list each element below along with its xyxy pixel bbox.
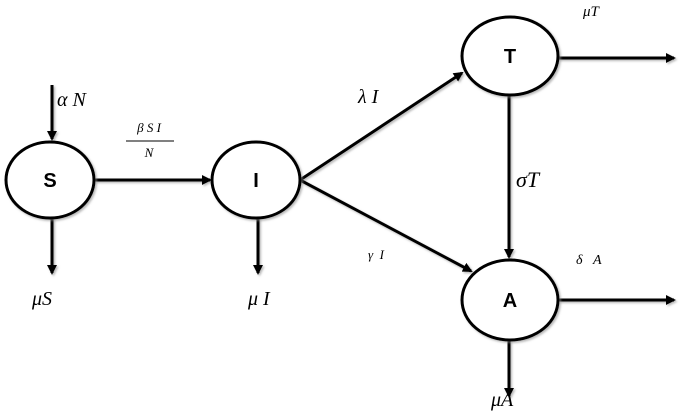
node-T-label: T: [504, 46, 516, 68]
label-delta-A: δ A: [576, 253, 602, 268]
label-alpha-N: α N: [57, 89, 87, 111]
label-gamma-I: γ I: [368, 247, 385, 262]
label-mu-I: μ I: [247, 288, 271, 310]
label-lambda-I: λ I: [357, 86, 380, 108]
arrow-I-T: [299, 71, 464, 182]
node-I-label: I: [253, 170, 259, 192]
label-N-den: N: [144, 145, 155, 160]
label-mu-T: μT: [582, 4, 601, 20]
arrow-I-A: [299, 178, 473, 273]
label-beta-SI: β S I: [136, 120, 161, 135]
label-mu-A: μA: [490, 389, 514, 411]
node-S: [4, 140, 96, 220]
label-mu-S: μS: [31, 288, 52, 310]
node-A: [460, 258, 560, 342]
node-S-label: S: [43, 170, 56, 192]
node-I: [210, 140, 302, 220]
node-T: [460, 15, 560, 97]
node-A-label: A: [503, 290, 517, 312]
label-sigma-T: σT: [516, 167, 541, 192]
